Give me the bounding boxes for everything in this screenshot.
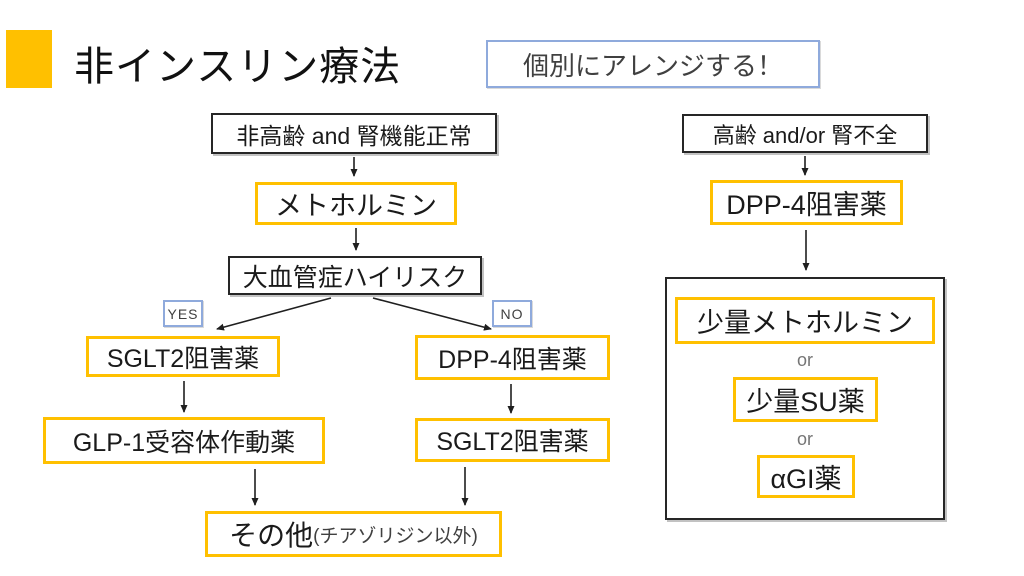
flow-box-macrovascular-risk: 大血管症ハイリスク [228, 256, 482, 295]
flow-box-glp1: GLP-1受容体作動薬 [43, 417, 325, 464]
arrow-risk-to-yes [216, 297, 332, 331]
page-title: 非インスリン療法 [74, 45, 402, 89]
flow-box-condition-right: 高齢 and/or 腎不全 [682, 114, 928, 153]
flow-box-condition-left: 非高齢 and 腎機能正常 [211, 113, 497, 154]
note-box: 個別にアレンジする！ [486, 40, 820, 88]
title-accent-square [6, 30, 52, 88]
no-badge: NO [492, 300, 532, 327]
flow-box-metformin: メトホルミン [255, 182, 457, 225]
option-box-su-low: 少量SU薬 [733, 377, 878, 422]
other-sub-label: (チアゾリジン以外) [313, 525, 478, 547]
flow-box-sglt2-no: SGLT2阻害薬 [415, 418, 610, 462]
option-box-metformin-low: 少量メトホルミン [675, 297, 935, 344]
flow-box-sglt2-yes: SGLT2阻害薬 [86, 336, 280, 377]
or-label-1: or [796, 349, 813, 370]
or-label-2: or [796, 428, 813, 449]
flow-box-other: その他(チアゾリジン以外) [205, 511, 502, 557]
flow-box-dpp4-no: DPP-4阻害薬 [415, 335, 610, 380]
option-box-agi: αGI薬 [757, 455, 855, 498]
other-main-label: その他 [229, 520, 314, 551]
flow-box-dpp4-right: DPP-4阻害薬 [710, 180, 903, 225]
arrow-risk-to-no [372, 297, 492, 331]
yes-badge: YES [163, 300, 203, 327]
